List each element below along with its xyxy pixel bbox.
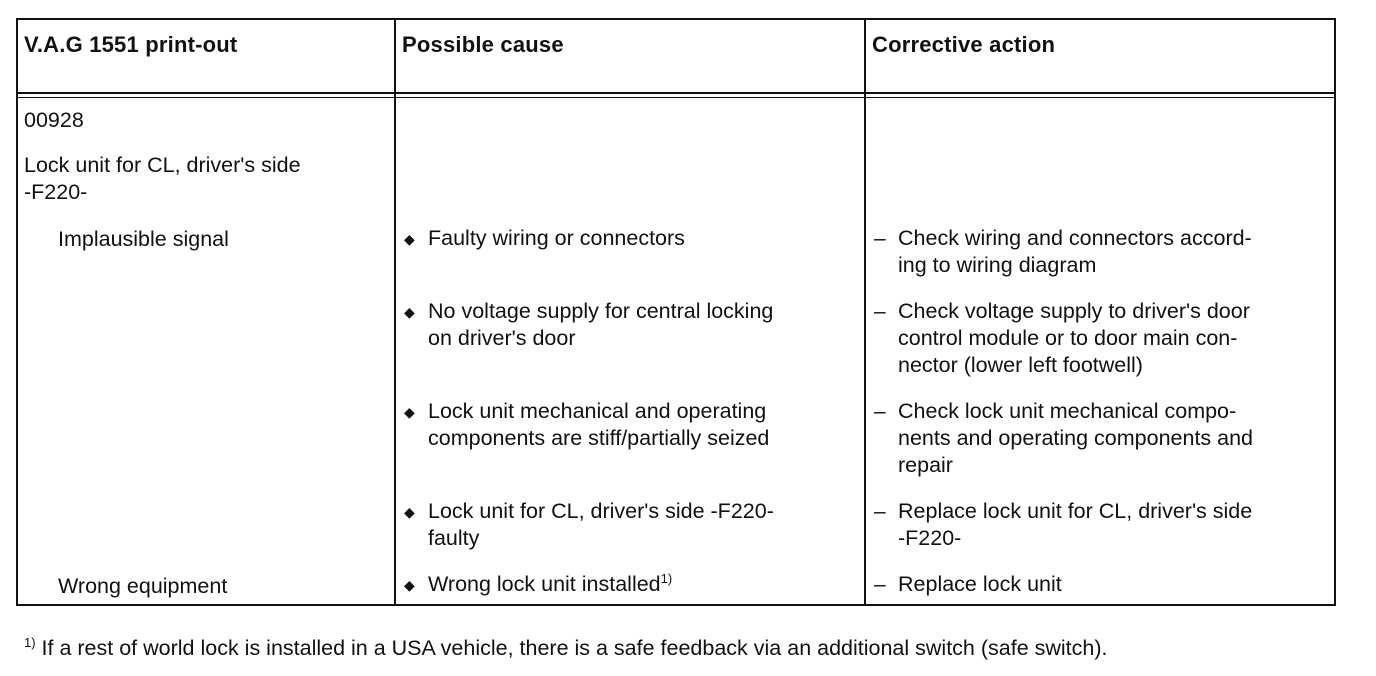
cause-4-line1: Lock unit for CL, driver's side -F220- (428, 499, 774, 523)
fault-name-line2: -F220- (24, 180, 88, 204)
bullet-icon: ◆ (404, 404, 415, 420)
cause-2-line1: No voltage supply for central locking (428, 299, 774, 323)
diagnostic-table: V.A.G 1551 print-out Possible cause Corr… (16, 18, 1336, 606)
column-divider-1 (394, 20, 396, 604)
footnote: 1) If a rest of world lock is installed … (24, 636, 1108, 661)
dash-icon: – (874, 500, 886, 523)
action-4-line2: -F220- (898, 526, 962, 550)
dash-icon: – (874, 227, 886, 250)
cause-1-line1: Faulty wiring or connectors (428, 226, 685, 250)
header-possible-cause: Possible cause (402, 32, 564, 57)
bullet-icon: ◆ (404, 577, 415, 593)
dash-icon: – (874, 573, 886, 596)
bullet-icon: ◆ (404, 304, 415, 320)
dash-icon: – (874, 400, 886, 423)
dash-icon: – (874, 300, 886, 323)
header-printout: V.A.G 1551 print-out (24, 32, 238, 57)
printout-implausible-signal: Implausible signal (58, 227, 229, 251)
action-3-line2: nents and operating components and (898, 426, 1254, 450)
fault-code: 00928 (24, 108, 84, 132)
action-2-line1: Check voltage supply to driver's door (898, 299, 1250, 323)
action-5-line1: Replace lock unit (898, 572, 1062, 596)
bullet-icon: ◆ (404, 504, 415, 520)
cause-3-line1: Lock unit mechanical and operating (428, 399, 767, 423)
cause-2-line2: on driver's door (428, 326, 576, 350)
header-divider (18, 92, 1334, 98)
bullet-icon: ◆ (404, 231, 415, 247)
action-1-line1: Check wiring and connectors accord- (898, 226, 1252, 250)
fault-name-line1: Lock unit for CL, driver's side (24, 153, 301, 177)
action-1-line2: ing to wiring diagram (898, 253, 1097, 277)
cause-4-line2: faulty (428, 526, 480, 550)
action-2-line3: nector (lower left footwell) (898, 353, 1143, 377)
header-corrective-action: Corrective action (872, 32, 1056, 57)
footnote-number: 1) (24, 634, 36, 650)
footnote-text: If a rest of world lock is installed in … (35, 636, 1108, 660)
action-2-line2: control module or to door main con- (898, 326, 1238, 350)
column-divider-2 (864, 20, 866, 604)
footnote-marker: 1) (660, 570, 673, 586)
cause-3-line2: components are stiff/partially seized (428, 426, 770, 450)
printout-wrong-equipment: Wrong equipment (58, 574, 228, 598)
cause-5-line1: Wrong lock unit installed1) (428, 571, 672, 598)
cause-5-text: Wrong lock unit installed (428, 572, 661, 596)
action-4-line1: Replace lock unit for CL, driver's side (898, 499, 1253, 523)
action-3-line3: repair (898, 453, 953, 477)
action-3-line1: Check lock unit mechanical compo- (898, 399, 1237, 423)
